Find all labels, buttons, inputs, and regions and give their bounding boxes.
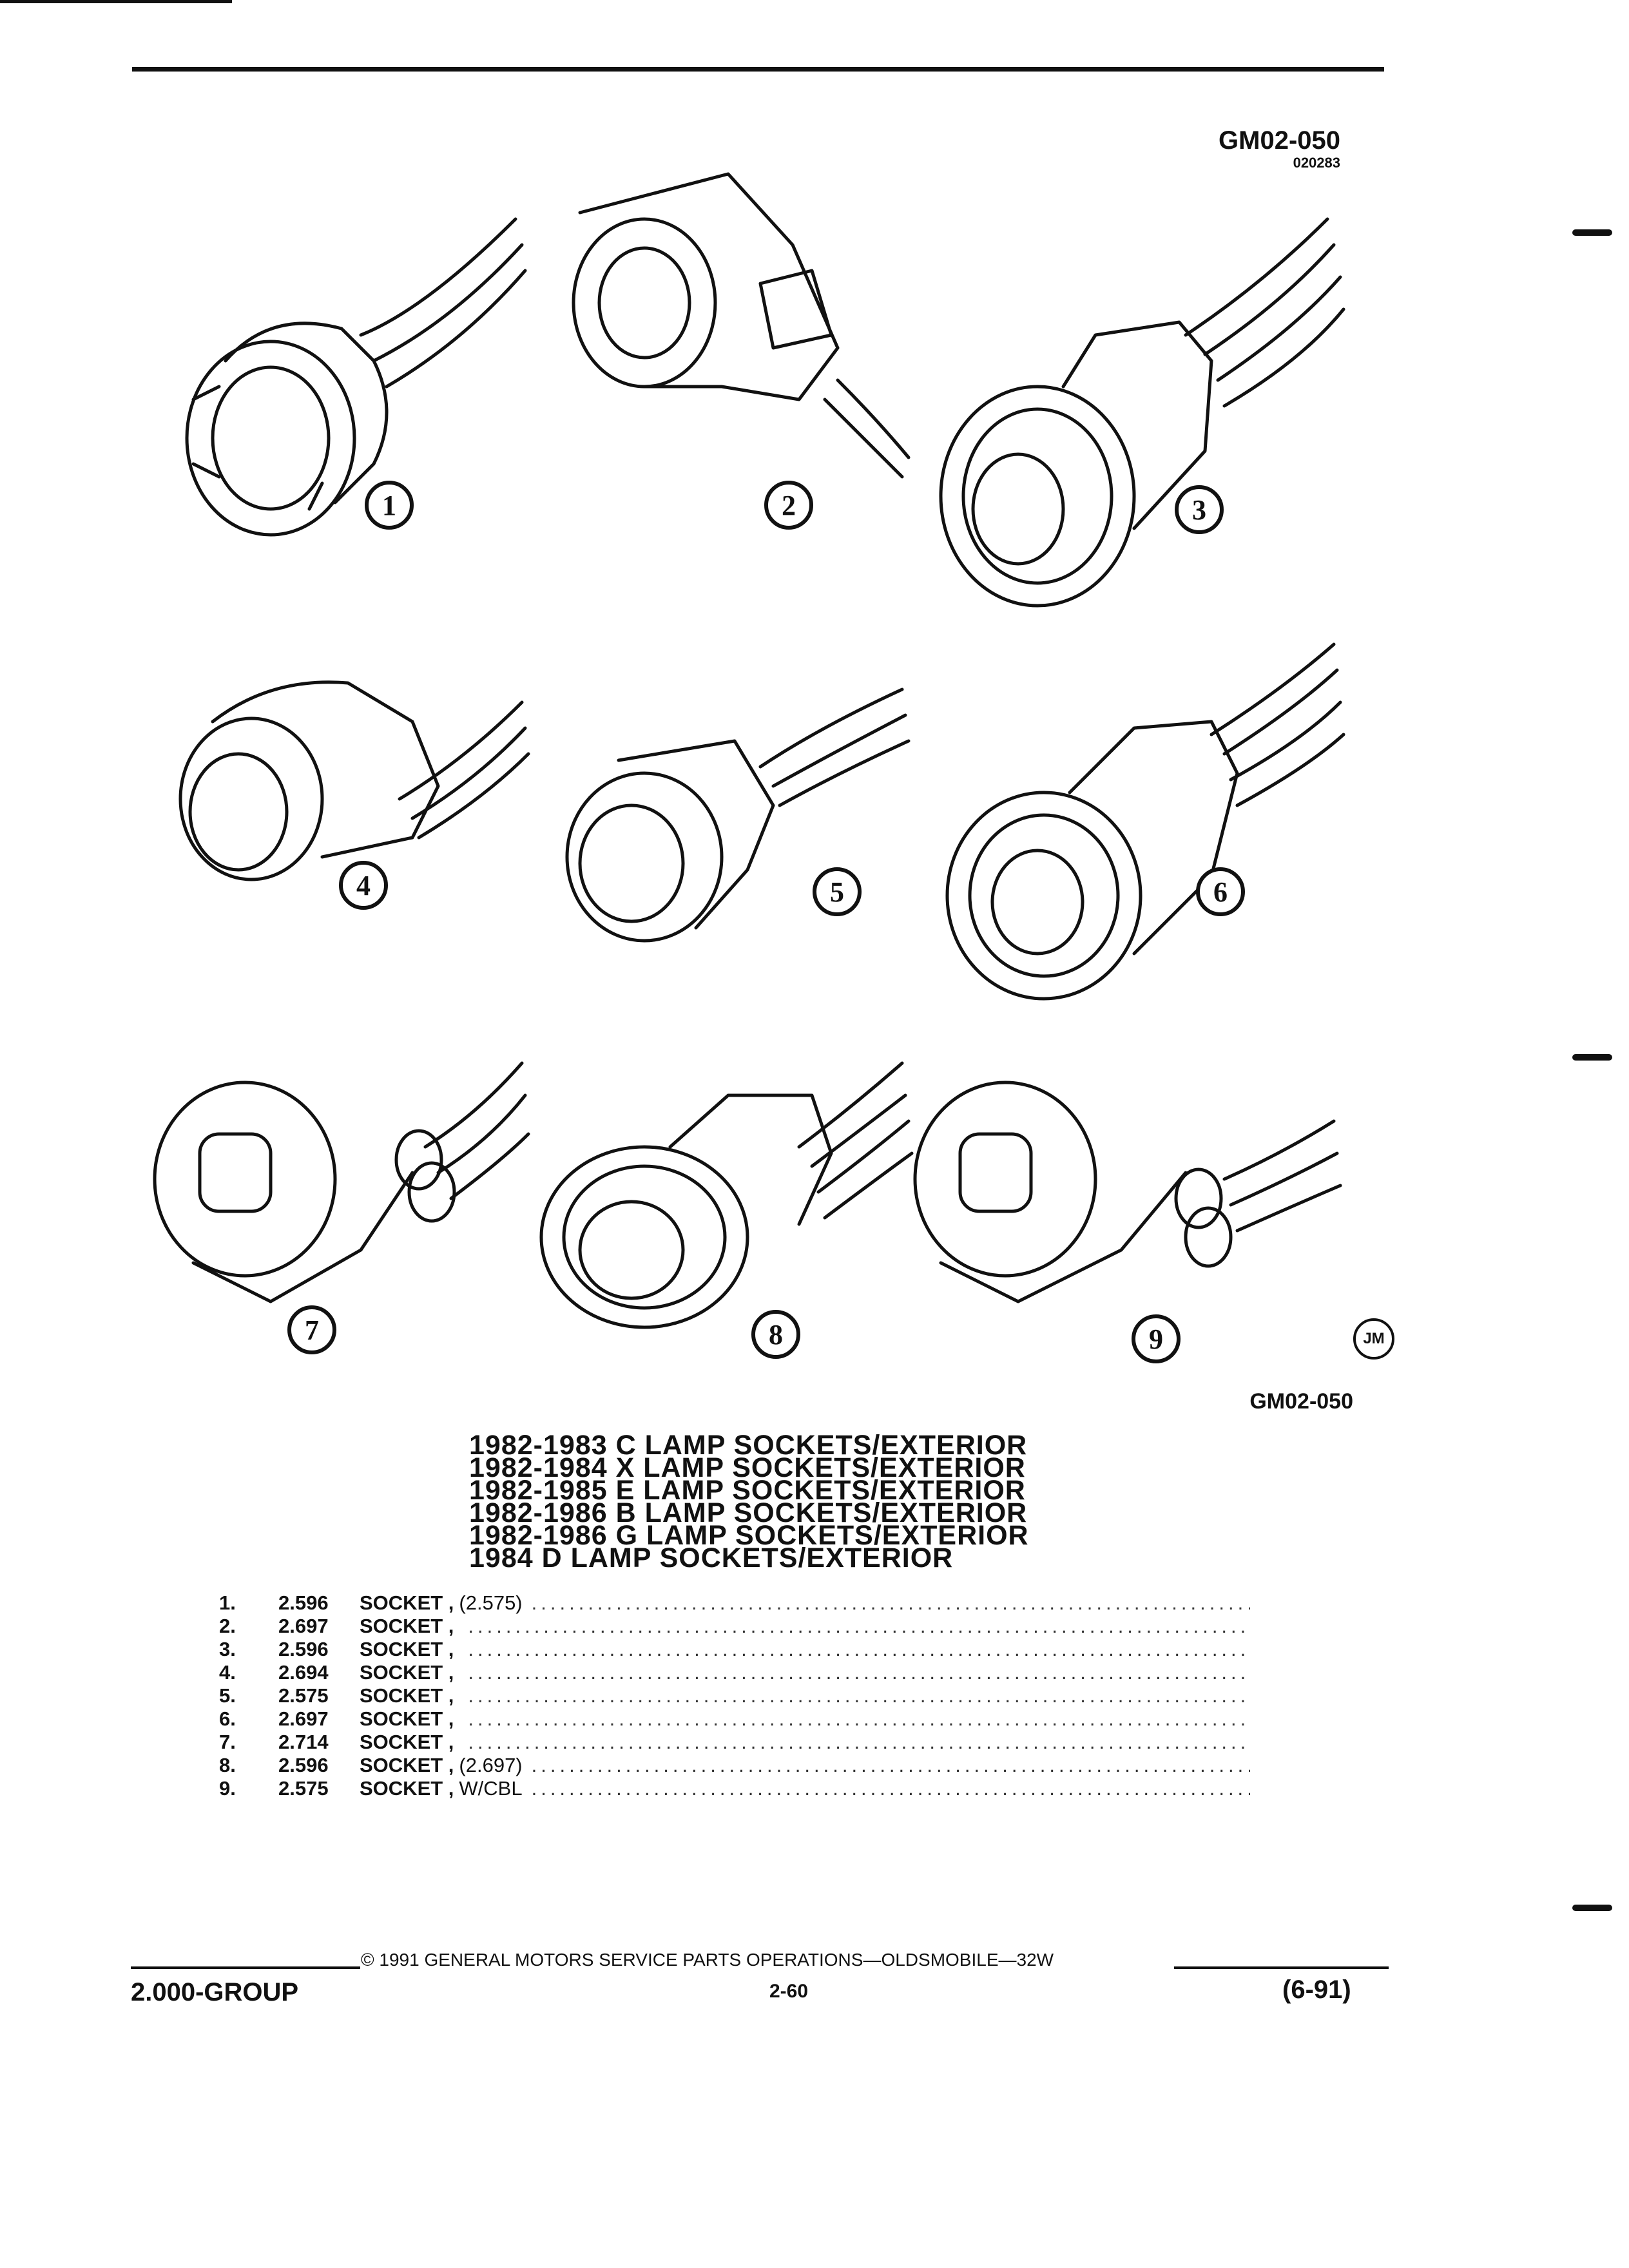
part-row: 2. 2.697 SOCKET , ......................…: [219, 1615, 1250, 1638]
part-note: W/CBL: [459, 1777, 523, 1800]
figure-code-bottom: GM02-050: [1249, 1389, 1353, 1414]
page-number: 2-60: [769, 1981, 809, 2002]
part-code: 2.697: [278, 1707, 329, 1730]
part-row: 5. 2.575 SOCKET , ......................…: [219, 1684, 1250, 1707]
callout-9: 9: [1132, 1314, 1181, 1363]
callout-3: 3: [1175, 485, 1224, 534]
part-label: SOCKET ,: [360, 1684, 454, 1707]
socket-8-drawing: [539, 1061, 914, 1329]
binding-mark: [1572, 1905, 1612, 1911]
socket-3-drawing: [939, 217, 1345, 608]
part-note: (2.575): [459, 1591, 523, 1614]
part-code: 2.697: [278, 1615, 329, 1637]
part-row: 4. 2.694 SOCKET , ......................…: [219, 1661, 1250, 1684]
callout-7: 7: [287, 1305, 336, 1354]
callout-4: 4: [339, 861, 388, 910]
callout-5: 5: [813, 867, 862, 916]
part-number: 6.: [219, 1707, 236, 1730]
leader-dots: ........................................…: [531, 1591, 1250, 1614]
part-row: 9. 2.575 SOCKET , W/CBL ................…: [219, 1777, 1250, 1800]
part-label: SOCKET ,: [360, 1707, 454, 1730]
part-number: 8.: [219, 1754, 236, 1776]
socket-9-drawing: [913, 1081, 1342, 1303]
heading-line: 1982-1986 B LAMP SOCKETS/EXTERIOR: [469, 1497, 1028, 1528]
leader-dots: ........................................…: [531, 1777, 1250, 1800]
part-label: SOCKET ,: [360, 1777, 454, 1800]
figure-code-sub: 020283: [1293, 155, 1340, 171]
part-code: 2.596: [278, 1638, 329, 1660]
part-code: 2.575: [278, 1684, 329, 1707]
part-label: SOCKET ,: [360, 1731, 454, 1753]
heading-line: 1982-1986 G LAMP SOCKETS/EXTERIOR: [469, 1520, 1029, 1551]
revision-date: (6-91): [1282, 1975, 1351, 2004]
copyright-line: © 1991 GENERAL MOTORS SERVICE PARTS OPER…: [361, 1950, 1054, 1970]
socket-7-drawing: [153, 1061, 530, 1303]
leader-dots: ........................................…: [468, 1638, 1250, 1660]
callout-8: 8: [751, 1310, 800, 1359]
part-row: 8. 2.596 SOCKET , (2.697) ..............…: [219, 1754, 1250, 1777]
part-label: SOCKET ,: [360, 1754, 454, 1776]
leader-dots: ........................................…: [468, 1615, 1250, 1637]
part-label: SOCKET ,: [360, 1615, 454, 1637]
callout-1: 1: [365, 481, 414, 530]
heading-line: 1982-1984 X LAMP SOCKETS/EXTERIOR: [469, 1452, 1026, 1483]
part-code: 2.596: [278, 1591, 329, 1614]
socket-1-drawing: [185, 217, 527, 537]
part-number: 3.: [219, 1638, 236, 1660]
part-code: 2.714: [278, 1731, 329, 1753]
part-label: SOCKET ,: [360, 1591, 454, 1614]
socket-4-drawing: [178, 680, 530, 881]
footer-rule-right: [1174, 1966, 1389, 1969]
top-rule: [132, 67, 1384, 72]
part-number: 1.: [219, 1591, 236, 1614]
binding-mark: [1572, 1054, 1612, 1061]
part-number: 4.: [219, 1661, 236, 1684]
figure-code-top: GM02-050: [1219, 126, 1340, 155]
socket-5-drawing: [565, 687, 911, 943]
group-label: 2.000-GROUP: [131, 1978, 299, 2006]
leader-dots: ........................................…: [468, 1661, 1250, 1684]
artist-mark: JM: [1353, 1318, 1394, 1360]
leader-dots: ........................................…: [468, 1684, 1250, 1707]
part-number: 7.: [219, 1731, 236, 1753]
leader-dots: ........................................…: [468, 1707, 1250, 1730]
part-code: 2.694: [278, 1661, 329, 1684]
binding-mark: [1572, 229, 1612, 236]
heading-line: 1984 D LAMP SOCKETS/EXTERIOR: [469, 1542, 954, 1573]
socket-2-drawing: [572, 172, 911, 479]
part-note: (2.697): [459, 1754, 523, 1776]
part-code: 2.596: [278, 1754, 329, 1776]
part-label: SOCKET ,: [360, 1661, 454, 1684]
part-row: 3. 2.596 SOCKET , ......................…: [219, 1638, 1250, 1661]
leader-dots: ........................................…: [468, 1731, 1250, 1753]
part-number: 2.: [219, 1615, 236, 1637]
lamp-socket-illustration: [153, 172, 1345, 1329]
part-label: SOCKET ,: [360, 1638, 454, 1660]
heading-line: 1982-1985 E LAMP SOCKETS/EXTERIOR: [469, 1475, 1026, 1506]
part-row: 1. 2.596 SOCKET , (2.575) ..............…: [219, 1591, 1250, 1615]
part-number: 9.: [219, 1777, 236, 1800]
part-row: 7. 2.714 SOCKET , ......................…: [219, 1731, 1250, 1754]
socket-6-drawing: [945, 642, 1345, 1001]
heading-line: 1982-1983 C LAMP SOCKETS/EXTERIOR: [469, 1430, 1028, 1461]
callout-6: 6: [1196, 867, 1245, 916]
part-row: 6. 2.697 SOCKET , ......................…: [219, 1707, 1250, 1731]
parts-list: 1. 2.596 SOCKET , (2.575) ..............…: [219, 1591, 1250, 1800]
leader-dots: ........................................…: [531, 1754, 1250, 1776]
heading-block: 1982-1983 C LAMP SOCKETS/EXTERIOR 1982-1…: [469, 1430, 1178, 1573]
callout-2: 2: [764, 481, 813, 530]
part-number: 5.: [219, 1684, 236, 1707]
footer-rule-left: [131, 1966, 360, 1969]
corner-rule: [0, 0, 232, 3]
part-code: 2.575: [278, 1777, 329, 1800]
